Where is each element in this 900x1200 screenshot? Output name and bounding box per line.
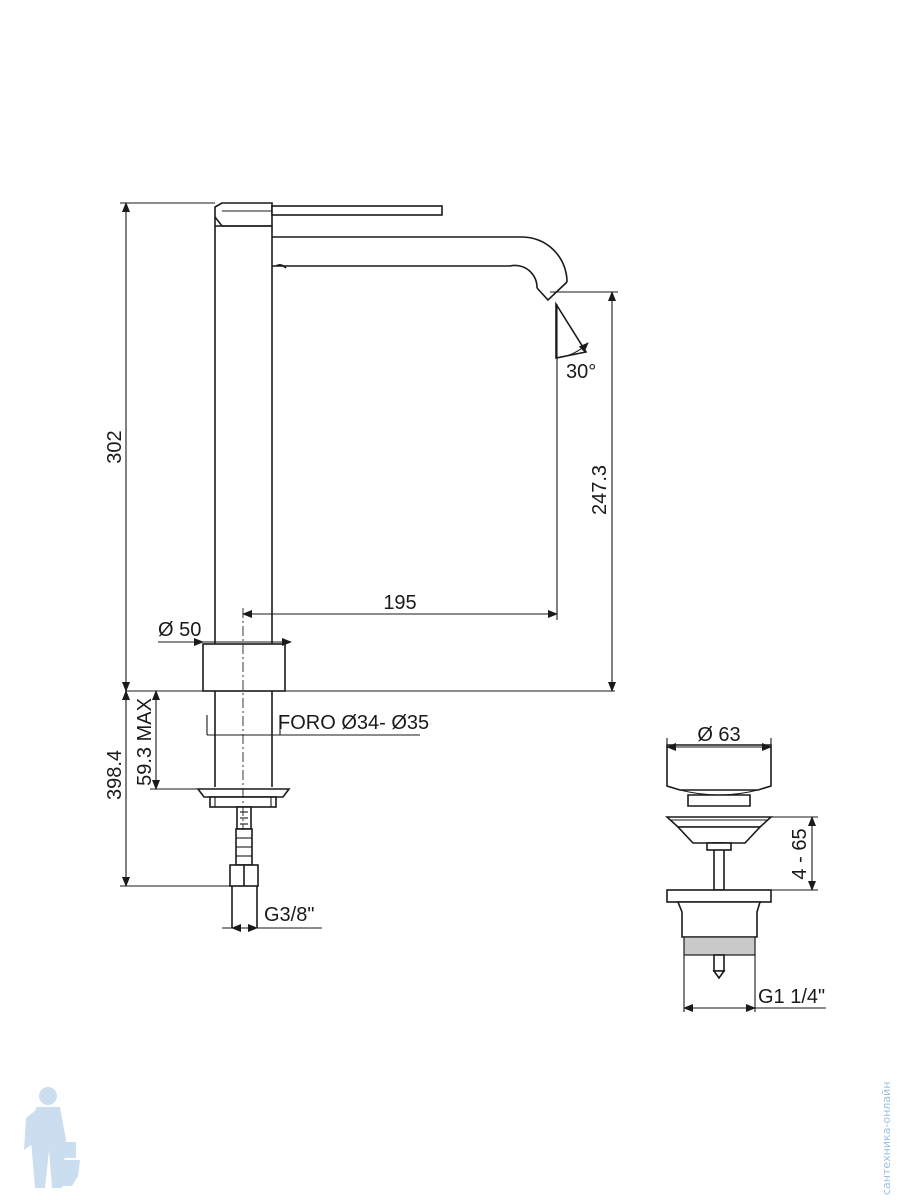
cap-diameter-label: Ø 63 bbox=[697, 724, 740, 746]
connection-label: G3/8" bbox=[264, 904, 314, 926]
total-label: 398.4 bbox=[104, 750, 126, 800]
stroke-label: 4 - 65 bbox=[789, 828, 811, 879]
drain-drawing bbox=[664, 744, 774, 980]
faucet-body bbox=[214, 217, 273, 644]
hole-label: FORO Ø34- Ø35 bbox=[278, 712, 429, 734]
plumber-mascot-logo bbox=[24, 1087, 80, 1188]
angle-label: 30° bbox=[566, 361, 596, 383]
drain-dimensions: Ø 63 4 - 65 G1 1/4" bbox=[666, 724, 826, 1012]
mounting-nut bbox=[196, 788, 291, 808]
threaded-shank bbox=[206, 691, 281, 787]
base-flange bbox=[202, 643, 286, 692]
base-diameter-label: Ø 50 bbox=[158, 619, 201, 641]
thread-label: G1 1/4" bbox=[758, 986, 825, 1008]
supply-hose bbox=[229, 806, 259, 928]
lever-arm bbox=[271, 205, 443, 216]
lever-handle bbox=[214, 202, 273, 227]
drain-body bbox=[666, 889, 772, 980]
spout-height-label: 247.3 bbox=[589, 465, 611, 515]
height-label: 302 bbox=[104, 430, 126, 463]
drain-cap bbox=[666, 744, 772, 791]
water-jet bbox=[555, 301, 589, 359]
drain-flange bbox=[664, 794, 774, 844]
watermark-text: сантехника-онлайн bbox=[880, 1082, 893, 1195]
faucet-dimensions: 302 247.3 195 30° Ø 50 FORO Ø34- Ø35 59.… bbox=[104, 202, 618, 932]
faucet-drawing bbox=[125, 202, 615, 928]
reach-label: 195 bbox=[383, 592, 416, 614]
faucet-spout bbox=[272, 236, 568, 302]
thickness-label: 59.3 MAX bbox=[134, 698, 156, 786]
